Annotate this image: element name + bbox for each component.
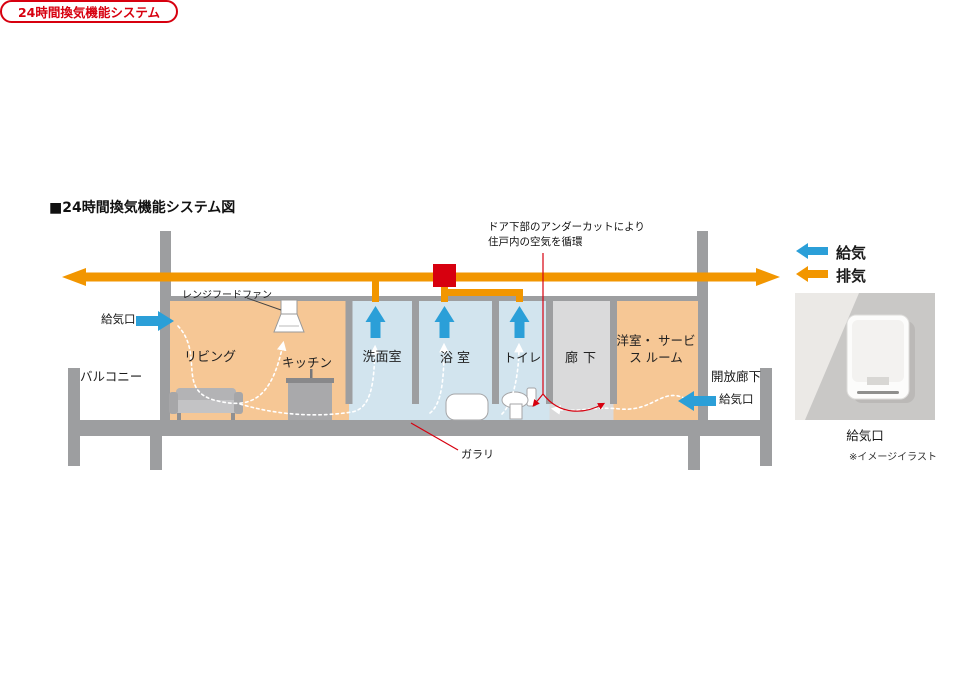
legend-supply-label: 給気 (836, 244, 867, 262)
support-stub (150, 436, 162, 470)
airflow-living-to-hood (177, 325, 287, 405)
undercut-annotation: ドア下部のアンダーカットにより 住戸内の空気を循環 (488, 221, 645, 248)
support-stub (688, 436, 700, 470)
louver-leader-line (410, 422, 459, 451)
support-stub (68, 436, 80, 466)
right-column (697, 231, 708, 297)
airflow-bathroom (429, 342, 449, 414)
corridor-parapet (760, 368, 772, 420)
ceiling-slab (160, 296, 708, 301)
airflow-service-to-hallway (550, 394, 691, 415)
partition-hallway-service (610, 300, 617, 404)
up-arrow-toilet-icon (509, 306, 530, 338)
legend-exhaust-arrow-icon (796, 266, 828, 282)
room-label-hallway: 廊下 (564, 351, 601, 366)
partition-toilet-hallway (546, 300, 553, 404)
vent-label-sticker (867, 377, 889, 385)
up-arrow-bathroom-icon (434, 306, 455, 338)
supply-inlet-photo (795, 293, 935, 420)
building-structure (68, 231, 772, 470)
toilet (501, 387, 537, 420)
diagram-title: ■24時間換気機能システム図 (49, 200, 236, 216)
range-hood-leader-line (246, 297, 282, 311)
photo-note: ※イメージイラスト (849, 452, 937, 463)
balcony-parapet (68, 368, 80, 420)
left-exterior-wall (160, 300, 170, 420)
range-hood-fan-label: レンジフードファン (182, 290, 272, 301)
left-column (160, 231, 171, 297)
supply-inlet-right-arrow-icon (678, 391, 716, 411)
supply-inlet-arrows (136, 311, 716, 411)
support-stub (760, 436, 772, 466)
supply-inlet-left-label: 給気口 (101, 312, 136, 326)
room-label-living: リビング (183, 350, 236, 365)
louver-label: ガラリ (461, 448, 494, 461)
legend-supply-arrow-icon (796, 243, 828, 259)
supply-inlet-left-arrow-icon (136, 311, 174, 331)
exhaust-duct-system (62, 264, 780, 302)
exhaust-grille-arrows (365, 306, 530, 338)
system-badge: 24時間換気機能システム (0, 0, 178, 23)
room-label-service-room: 洋室・ サービス ルーム (616, 333, 696, 365)
range-hood (273, 299, 305, 333)
bathtub (445, 393, 489, 421)
photo-caption: 給気口 (846, 428, 884, 443)
open-corridor-label: 開放廊下 (711, 369, 762, 384)
supply-inlet-right-label: 給気口 (719, 392, 754, 406)
branch-duct-horizontal (446, 289, 523, 296)
duct-arrowhead-right (756, 268, 780, 286)
legend-arrows (796, 243, 828, 282)
partition-washroom-bathroom (412, 300, 419, 404)
photo-wall-corner (795, 293, 859, 420)
duct-arrowhead-left (62, 268, 86, 286)
up-arrow-washroom-icon (365, 306, 386, 338)
room-label-washroom: 洗面室 (362, 350, 402, 365)
partition-kitchen-washroom (345, 300, 353, 404)
room-label-kitchen: キッチン (281, 355, 332, 370)
undercut-arrow-right (542, 393, 606, 412)
airflow-toilet (501, 342, 524, 415)
partition-bathroom-toilet (492, 300, 499, 404)
balcony-label: バルコニー (80, 369, 143, 384)
legend-exhaust-label: 排気 (836, 267, 867, 285)
vent-device-face (852, 320, 904, 382)
branch-duct-washroom (372, 281, 379, 302)
right-exterior-wall (698, 300, 708, 420)
airflow-dotted-paths (177, 325, 691, 416)
branch-duct-toilet (516, 289, 523, 302)
ventilation-fan-unit (433, 264, 456, 287)
hallway-area (549, 300, 614, 420)
branch-duct-bathroom (441, 285, 448, 302)
airflow-kitchen-to-washroom (239, 344, 380, 416)
furniture (169, 299, 537, 421)
vent-slot (857, 391, 899, 394)
undercut-arrow-left (532, 393, 544, 407)
room-label-bathroom: 浴室 (439, 351, 474, 366)
annotation-lines (246, 253, 606, 451)
room-label-toilet: トイレ (503, 350, 542, 365)
sofa (169, 388, 243, 420)
